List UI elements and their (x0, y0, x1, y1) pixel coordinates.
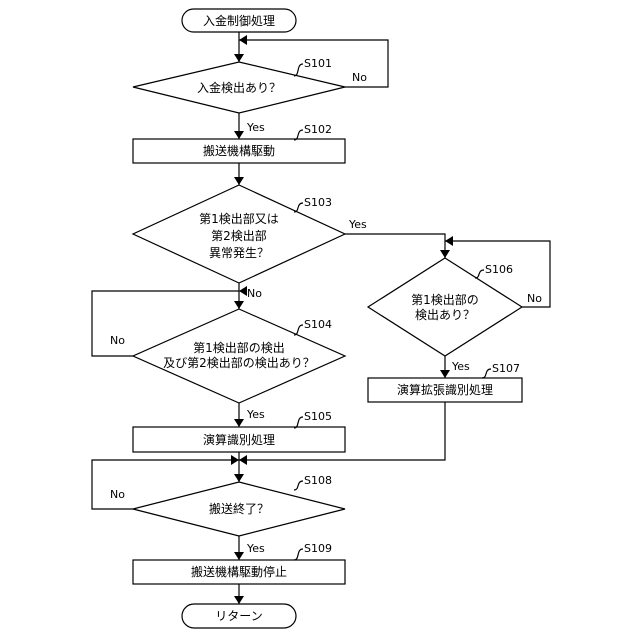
s103-label-line2: 第2検出部 (211, 228, 267, 243)
s103-label-line1: 第1検出部又は (199, 211, 279, 226)
s106-no-label: No (527, 292, 542, 305)
s103-no-label: No (247, 287, 262, 300)
s106-label-line1: 第1検出部の (411, 292, 479, 307)
s101-no-label: No (352, 71, 367, 84)
s104-label-line1: 第1検出部の検出 (193, 340, 285, 355)
edge-s103-yes-s106 (345, 234, 445, 258)
s104-yes-label: Yes (246, 408, 265, 421)
s108-yes-label: Yes (246, 542, 265, 555)
s104-no-label: No (110, 334, 125, 347)
s103-yes-label: Yes (348, 218, 367, 231)
s106-yes-label: Yes (451, 360, 470, 373)
callout-s108 (294, 481, 303, 490)
arrow-down-icon (440, 250, 450, 258)
end-label: リターン (215, 609, 262, 623)
s108-no-label: No (110, 488, 125, 501)
callout-s109 (294, 549, 303, 560)
s101-yes-label: Yes (246, 121, 265, 134)
arrow-left-icon (239, 35, 247, 45)
arrow-left-icon (445, 236, 453, 246)
arrow-down-icon (234, 301, 244, 309)
s104-id: S104 (304, 318, 332, 331)
arrow-left-icon (239, 455, 247, 465)
s102-label: 搬送機構駆動 (203, 143, 275, 158)
s103-id: S103 (304, 196, 332, 209)
s101-label: 入金検出あり？ (197, 80, 281, 95)
s106-id: S106 (485, 263, 513, 276)
arrow-down-icon (234, 419, 244, 427)
s108-label: 搬送終了？ (209, 501, 269, 516)
callout-s105 (294, 417, 303, 428)
s108-id: S108 (304, 474, 332, 487)
s105-label: 演算識別処理 (203, 432, 275, 447)
s109-label: 搬送機構駆動停止 (191, 564, 287, 579)
callout-s107 (482, 369, 491, 378)
arrow-down-icon (234, 177, 244, 185)
arrow-down-icon (234, 474, 244, 482)
s101-id: S101 (304, 57, 332, 70)
callout-s101 (294, 64, 303, 76)
arrow-down-icon (234, 552, 244, 560)
s107-id: S107 (492, 362, 520, 375)
start-label: 入金制御処理 (203, 13, 275, 28)
s104-label-line2: 及び第2検出部の検出あり？ (163, 355, 315, 370)
s106-label-line2: 検出あり？ (415, 308, 475, 322)
s105-id: S105 (304, 410, 332, 423)
callout-s106 (475, 270, 484, 278)
arrow-right-icon (231, 455, 239, 465)
s107-label: 演算拡張識別処理 (397, 382, 493, 397)
s109-id: S109 (304, 542, 332, 555)
s103-label-line3: 異常発生？ (209, 246, 269, 260)
arrow-down-icon (440, 370, 450, 378)
arrow-left-icon (239, 286, 247, 296)
arrow-down-icon (234, 54, 244, 62)
arrow-down-icon (234, 131, 244, 139)
s102-id: S102 (304, 123, 332, 136)
arrow-down-icon (234, 596, 244, 604)
